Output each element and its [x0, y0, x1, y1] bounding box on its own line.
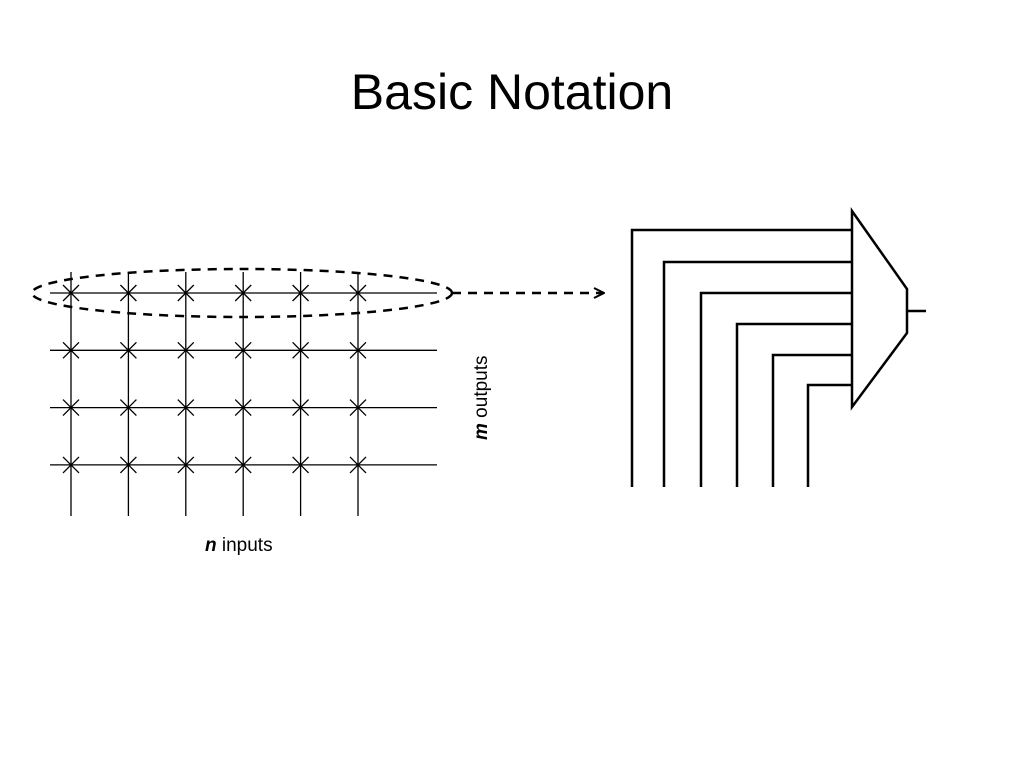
crosspoint-switch — [234, 399, 252, 417]
outputs-var: m — [471, 423, 492, 440]
mux-input-line — [735, 322, 852, 487]
crosspoint-switch — [292, 341, 310, 359]
crossbar-switch — [50, 272, 437, 516]
crosspoint-switch — [177, 341, 195, 359]
crosspoint-switch — [234, 284, 252, 302]
crosspoint-switch — [349, 456, 367, 474]
crosspoint-switch — [119, 284, 137, 302]
inputs-label: n inputs — [205, 535, 273, 556]
multiplexer — [630, 207, 926, 487]
outputs-text: outputs — [471, 355, 492, 423]
outputs-label: m outputs — [471, 355, 492, 440]
mux-input-lines — [630, 228, 852, 487]
crosspoint-switch — [234, 456, 252, 474]
crosspoint-switch — [119, 399, 137, 417]
inputs-var: n — [205, 535, 217, 556]
mux-body — [850, 207, 909, 411]
crosspoint-switch — [234, 341, 252, 359]
crosspoint-switch — [349, 399, 367, 417]
crosspoint-switch — [177, 284, 195, 302]
crosspoint-switch — [292, 399, 310, 417]
slide-title: Basic Notation — [350, 64, 674, 120]
crosspoint-switch — [349, 284, 367, 302]
crosspoint-switch — [292, 284, 310, 302]
crosspoint-switch — [62, 284, 80, 302]
crosspoint-switch — [62, 341, 80, 359]
crosspoint-switch — [177, 456, 195, 474]
crosspoint-switch — [62, 456, 80, 474]
mux-input-line — [699, 291, 852, 487]
crosspoint-switch — [119, 456, 137, 474]
mux-input-line — [662, 260, 852, 487]
crosspoint-switch — [62, 399, 80, 417]
crosspoint-switch — [177, 399, 195, 417]
crosspoint-switch — [119, 341, 137, 359]
crosspoint-switch — [349, 341, 367, 359]
inputs-text: inputs — [217, 535, 273, 556]
mux-input-line — [771, 353, 852, 487]
crosspoint-switch — [292, 456, 310, 474]
mux-input-line — [806, 383, 852, 487]
mux-input-line — [630, 228, 852, 487]
